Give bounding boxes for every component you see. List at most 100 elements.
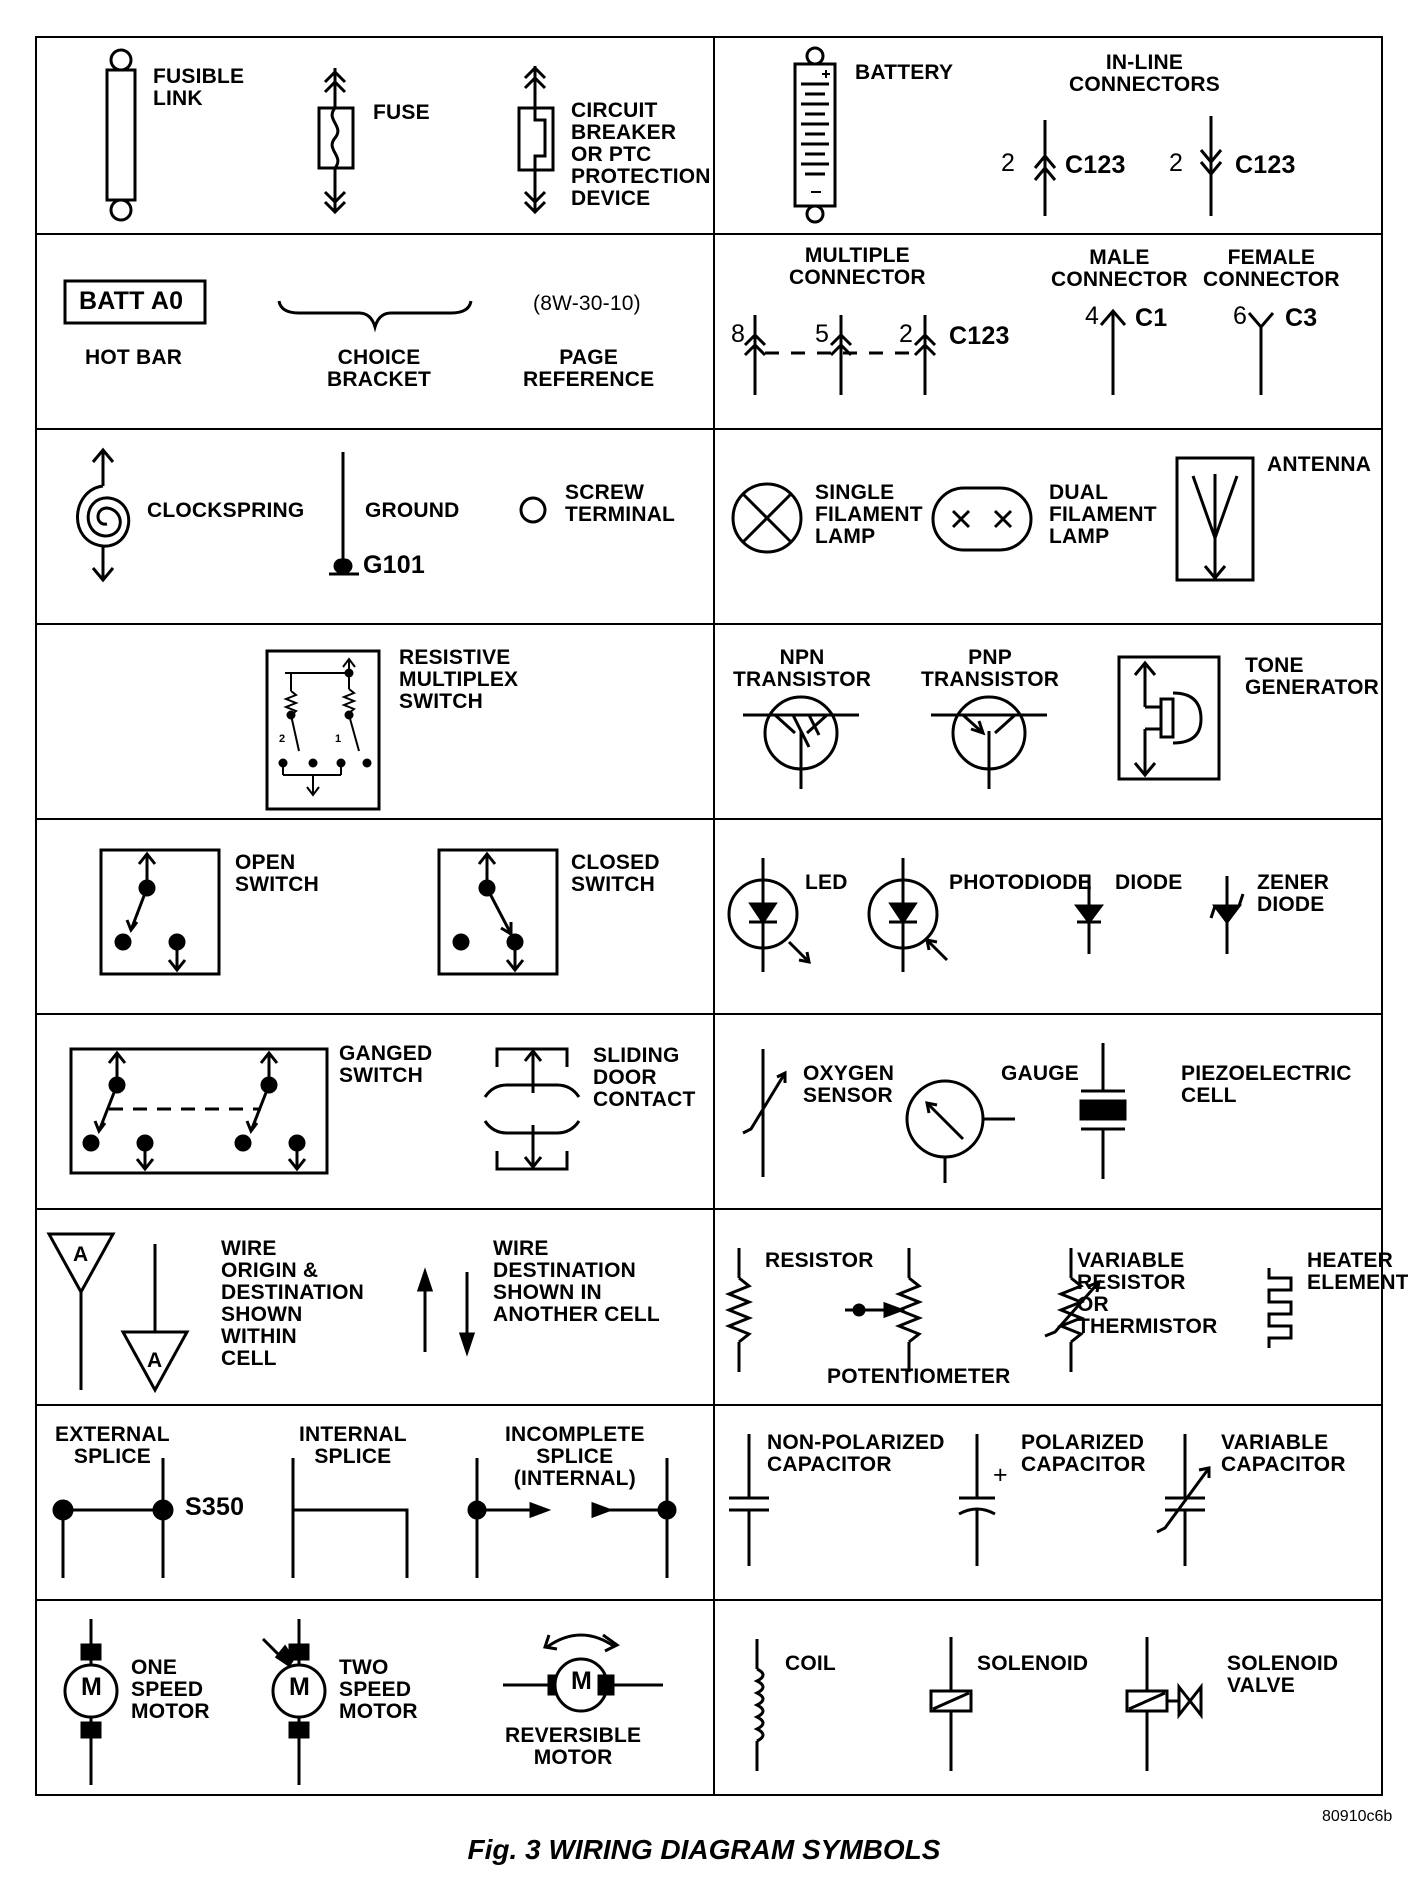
wire-destination-within-icon bbox=[120, 1244, 190, 1394]
row-divider bbox=[37, 428, 1381, 430]
female-pin: 6 bbox=[1233, 302, 1248, 330]
inline-id-b: C123 bbox=[1235, 151, 1296, 179]
label-open-switch: OPEN SWITCH bbox=[235, 851, 320, 896]
ganged-switch-icon bbox=[69, 1047, 329, 1175]
multiple-connector-icon bbox=[743, 315, 937, 395]
motor-letter-3: M bbox=[571, 1667, 593, 1695]
motor-letter-2: M bbox=[289, 1673, 311, 1701]
wire-origin-icon bbox=[46, 1232, 116, 1390]
ground-icon bbox=[329, 452, 359, 576]
label-npn-transistor: NPN TRANSISTOR bbox=[733, 646, 872, 691]
npn-transistor-icon bbox=[743, 695, 859, 789]
label-reversible-motor: REVERSIBLE MOTOR bbox=[505, 1724, 642, 1769]
single-filament-lamp-icon bbox=[731, 482, 803, 554]
label-inline-connectors: IN-LINE CONNECTORS bbox=[1069, 51, 1220, 96]
row-divider bbox=[37, 1404, 1381, 1406]
led-icon bbox=[727, 858, 811, 972]
diode-icon bbox=[1074, 876, 1104, 954]
page-ref-code: (8W-30-10) bbox=[533, 292, 641, 315]
wire-down-arrow-icon bbox=[458, 1272, 476, 1357]
circuit-breaker-icon bbox=[517, 65, 555, 215]
label-sliding-door-contact: SLIDING DOOR CONTACT bbox=[593, 1044, 696, 1111]
label-fuse: FUSE bbox=[373, 101, 430, 124]
piezoelectric-cell-icon bbox=[1079, 1043, 1127, 1179]
wire-up-arrow-icon bbox=[416, 1267, 434, 1352]
label-variable-capacitor: VARIABLE CAPACITOR bbox=[1221, 1431, 1346, 1476]
label-fusible-link: FUSIBLE LINK bbox=[153, 65, 245, 110]
inline-pin-b: 2 bbox=[1169, 149, 1184, 177]
photodiode-icon bbox=[867, 858, 949, 972]
closed-switch-icon bbox=[437, 848, 559, 976]
reversible-motor-icon bbox=[503, 1633, 663, 1713]
label-ground: GROUND bbox=[365, 499, 460, 522]
inline-connector-male-icon bbox=[1033, 120, 1057, 216]
female-id: C3 bbox=[1285, 304, 1318, 332]
multi-pin-1: 8 bbox=[731, 320, 746, 348]
variable-capacitor-icon bbox=[1156, 1434, 1211, 1566]
potentiometer-icon bbox=[845, 1248, 924, 1372]
label-wire-destination: WIRE DESTINATION SHOWN IN ANOTHER CELL bbox=[493, 1237, 660, 1326]
label-battery: BATTERY bbox=[855, 61, 954, 84]
label-tone-generator: TONE GENERATOR bbox=[1245, 654, 1380, 699]
label-male-connector: MALE CONNECTOR bbox=[1051, 246, 1188, 291]
nonpolarized-capacitor-icon bbox=[729, 1434, 769, 1566]
multi-pin-2: 5 bbox=[815, 320, 830, 348]
label-female-connector: FEMALE CONNECTOR bbox=[1203, 246, 1340, 291]
heater-element-icon bbox=[1267, 1268, 1293, 1348]
inline-id-a: C123 bbox=[1065, 151, 1126, 179]
label-solenoid-valve: SOLENOID VALVE bbox=[1227, 1652, 1339, 1697]
label-wire-origin: WIRE ORIGIN & DESTINATION SHOWN WITHIN C… bbox=[221, 1237, 364, 1370]
label-piezoelectric-cell: PIEZOELECTRIC CELL bbox=[1181, 1062, 1352, 1107]
multi-pin-3: 2 bbox=[899, 320, 914, 348]
screw-terminal-icon bbox=[519, 496, 547, 524]
label-variable-resistor: VARIABLE RESISTOR OR THERMISTOR bbox=[1077, 1249, 1218, 1338]
label-single-filament-lamp: SINGLE FILAMENT LAMP bbox=[815, 481, 923, 548]
row-divider bbox=[37, 623, 1381, 625]
two-speed-motor-icon bbox=[261, 1619, 327, 1785]
rms-pin-2: 2 bbox=[279, 733, 286, 745]
variable-resistor-icon bbox=[1044, 1248, 1102, 1372]
zener-diode-icon bbox=[1209, 876, 1245, 954]
choice-bracket-icon bbox=[277, 300, 473, 333]
row-divider bbox=[37, 818, 1381, 820]
wire-origin-letter-a: A bbox=[73, 1243, 89, 1266]
row-divider bbox=[37, 1013, 1381, 1015]
female-connector-icon bbox=[1247, 312, 1275, 395]
polarized-plus: + bbox=[993, 1461, 1008, 1489]
multi-id: C123 bbox=[949, 322, 1010, 350]
symbol-grid: FUSIBLE LINK FUSE CIRCUIT BREAKER OR PTC… bbox=[35, 36, 1408, 1796]
solenoid-icon bbox=[929, 1637, 973, 1771]
antenna-icon bbox=[1175, 456, 1255, 582]
label-circuit-breaker: CIRCUIT BREAKER OR PTC PROTECTION DEVICE bbox=[571, 99, 711, 210]
coil-icon bbox=[753, 1639, 765, 1771]
hot-bar-label: BATT A0 bbox=[79, 287, 184, 315]
male-connector-icon bbox=[1099, 308, 1127, 395]
label-led: LED bbox=[805, 871, 848, 894]
label-resistor: RESISTOR bbox=[765, 1249, 874, 1272]
fuse-icon bbox=[317, 68, 355, 215]
label-solenoid: SOLENOID bbox=[977, 1652, 1089, 1675]
male-pin: 4 bbox=[1085, 302, 1100, 330]
row-divider bbox=[37, 233, 1381, 235]
label-potentiometer: POTENTIOMETER bbox=[827, 1365, 1011, 1388]
gauge-icon bbox=[905, 1079, 1015, 1183]
label-coil: COIL bbox=[785, 1652, 836, 1675]
oxygen-sensor-icon bbox=[742, 1049, 787, 1177]
column-divider bbox=[713, 38, 715, 1794]
label-multiple-connector: MULTIPLE CONNECTOR bbox=[789, 244, 926, 289]
label-pnp-transistor: PNP TRANSISTOR bbox=[921, 646, 1060, 691]
clockspring-icon bbox=[76, 447, 131, 583]
figure-code: 80910c6b bbox=[1322, 1808, 1393, 1825]
dual-filament-lamp-icon bbox=[931, 486, 1033, 552]
label-dual-filament-lamp: DUAL FILAMENT LAMP bbox=[1049, 481, 1157, 548]
rms-pin-1: 1 bbox=[335, 733, 342, 745]
label-clockspring: CLOCKSPRING bbox=[147, 499, 305, 522]
label-nonpolarized-capacitor: NON-POLARIZED CAPACITOR bbox=[767, 1431, 945, 1476]
label-closed-switch: CLOSED SWITCH bbox=[571, 851, 660, 896]
splice-id: S350 bbox=[185, 1493, 245, 1521]
row-divider bbox=[37, 1208, 1381, 1210]
label-ganged-switch: GANGED SWITCH bbox=[339, 1042, 433, 1087]
label-incomplete-splice: INCOMPLETE SPLICE (INTERNAL) bbox=[505, 1423, 645, 1490]
battery-icon bbox=[793, 46, 837, 224]
sliding-door-contact-icon bbox=[483, 1047, 581, 1171]
